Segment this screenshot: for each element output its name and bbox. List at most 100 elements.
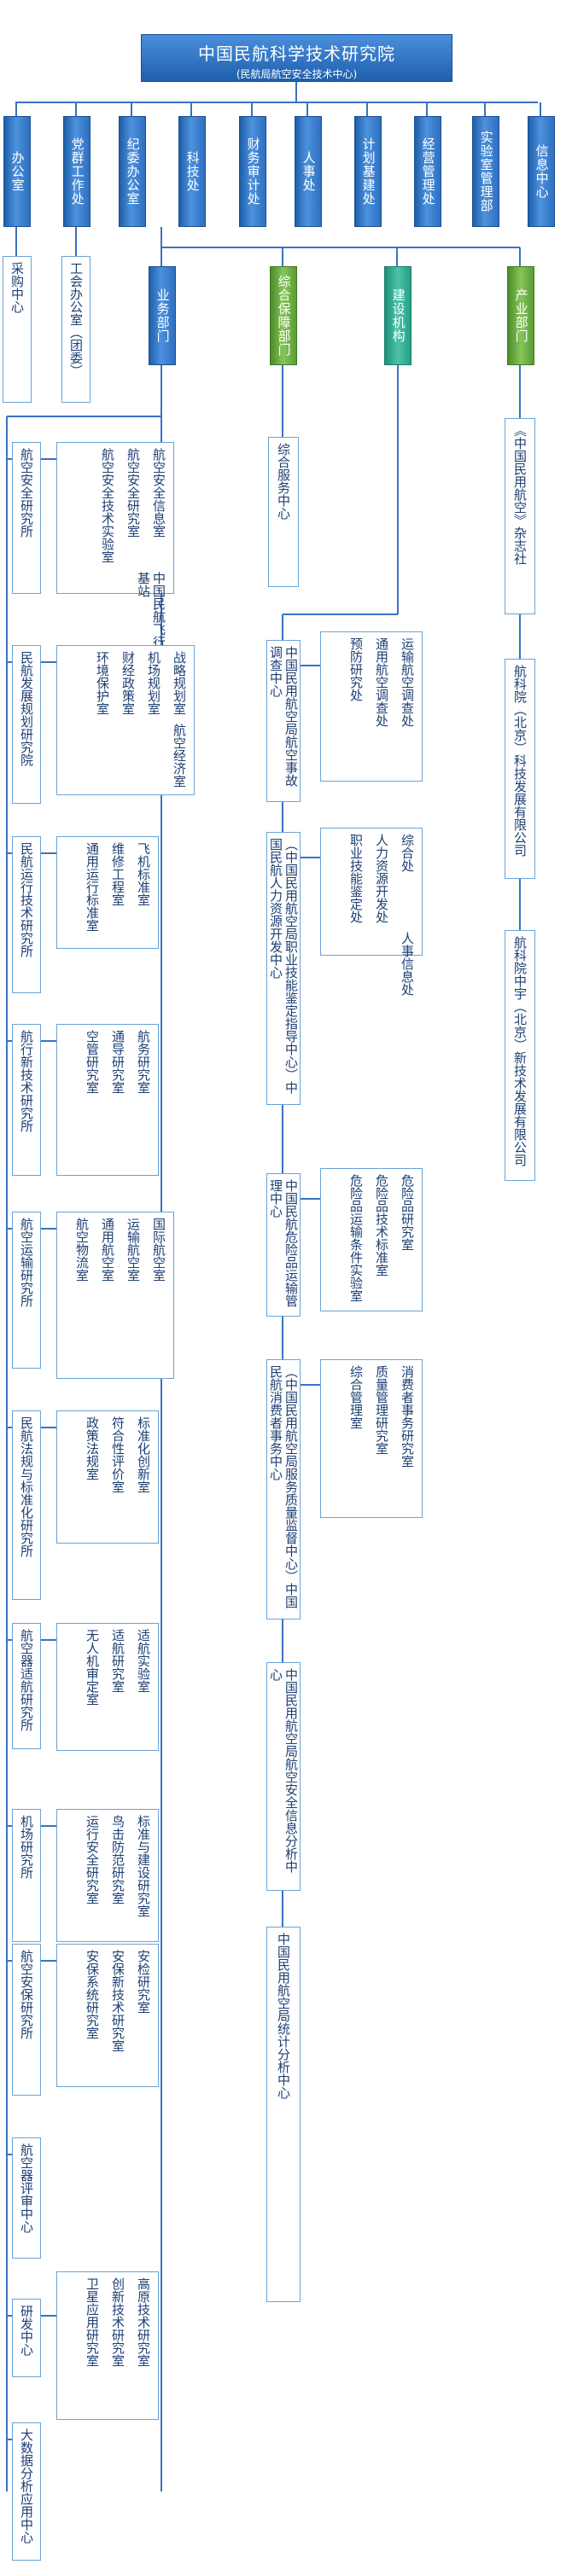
industry-unit: 航科院（北京）科技发展有限公司	[505, 659, 535, 879]
division-header: 综合保障部门	[270, 266, 297, 365]
industry-unit: 航科院中宇（北京）新技术发展有限公司	[505, 930, 535, 1181]
sub-unit: 危险品研究室	[400, 1174, 415, 1251]
root-subtitle: (民航局航空安全技术中心)	[236, 68, 358, 80]
sub-unit: 飞机标准室	[136, 842, 151, 906]
sub-unit: 综合管理室	[348, 1365, 364, 1429]
sub-unit: 航空安全信息室	[151, 448, 166, 538]
construction-subunits: 运输航空调查处通用航空调查处预防研究处	[320, 631, 423, 782]
department-header: 纪委办公室	[119, 116, 146, 227]
root-title: 中国民航科学技术研究院	[198, 44, 395, 64]
dept-sub-unit: 采购中心	[3, 256, 32, 403]
sub-unit: 标准化创新室	[136, 1416, 151, 1493]
sub-unit: 综合处	[400, 834, 415, 872]
business-unit: 研发中心	[12, 2299, 41, 2377]
sub-unit: 运行安全研究室	[85, 1815, 100, 1904]
sub-unit: 符合性评价室	[110, 1416, 125, 1493]
sub-unit: 安保新技术研究室	[110, 1950, 125, 2052]
sub-unit: 高原技术研究室	[136, 2277, 151, 2367]
construction-unit: 中国民用航空局航空事故调查中心	[266, 640, 301, 802]
department-header: 信息中心	[528, 116, 555, 227]
sub-unit: 航空安全技术实验室	[100, 448, 115, 563]
sub-unit: 人力资源开发处	[374, 834, 389, 923]
sub-unit: 战略规划室	[172, 651, 187, 715]
business-unit: 民航发展规划研究院	[12, 645, 41, 804]
industry-unit: 《中国民用航空》杂志社	[505, 418, 535, 614]
sub-unit: 航务研究室	[136, 1030, 151, 1094]
business-subunits: 航务研究室通导研究室空管研究室	[56, 1024, 159, 1176]
department-header: 计划基建处	[354, 116, 382, 227]
business-unit: 大数据分析应用中心	[12, 2422, 41, 2561]
construction-unit: 中国民航危险品运输管理中心	[266, 1173, 301, 1317]
business-subunits: 高原技术研究室创新技术研究室卫星应用研究室	[56, 2271, 159, 2420]
sub-unit: 通用航空室	[100, 1218, 115, 1282]
construction-subunits: 综合处人力资源开发处职业技能鉴定处人事信息处	[320, 828, 423, 996]
business-unit: 航空器评审中心	[12, 2137, 41, 2259]
construction-subunits: 危险品研究室危险品技术标准室危险品运输条件实验室	[320, 1168, 423, 1311]
construction-unit: 中国民用航空局航空安全信息分析中心	[266, 1662, 301, 1891]
business-unit: 民航法规与标准化研究所	[12, 1410, 41, 1600]
business-subunits: 安检研究室安保新技术研究室安保系统研究室	[56, 1944, 159, 2087]
business-unit: 机场研究所	[12, 1809, 41, 1942]
business-unit: 航空运输研究所	[12, 1212, 41, 1369]
department-header: 科技处	[178, 116, 206, 227]
sub-unit: 无人机审定室	[85, 1629, 100, 1706]
sub-unit: 适航研究室	[110, 1629, 125, 1693]
sub-unit: 运输航空调查处	[400, 637, 415, 727]
division-header: 产业部门	[507, 266, 534, 365]
sub-unit: 适航实验室	[136, 1629, 151, 1693]
sub-unit: 预防研究处	[348, 637, 364, 701]
business-subunits: 国际航空室运输航空室通用航空室航空物流室	[56, 1212, 174, 1379]
sub-unit: 环境保护室	[95, 651, 110, 715]
sub-unit: 职业技能鉴定处	[348, 834, 364, 923]
department-header: 经营管理处	[414, 116, 441, 227]
division-header: 业务部门	[149, 266, 176, 365]
business-subunits: 标准化创新室符合性评价室政策法规室	[56, 1410, 159, 1544]
business-subunits: 标准与建设研究室鸟击防范研究室运行安全研究室	[56, 1809, 159, 1942]
sub-unit: 财经政策室	[120, 651, 136, 715]
dept-sub-unit: 工会办公室（团委）	[61, 256, 90, 403]
sub-unit: 安保系统研究室	[85, 1950, 100, 2039]
business-subunits: 飞机标准室维修工程室通用运行标准室	[56, 836, 159, 949]
business-unit: 航空器适航研究所	[12, 1623, 41, 1749]
sub-unit: 航空经济室	[172, 724, 187, 788]
business-subunits: 航空安全信息室航空安全研究室航空安全技术实验室中国民航飞行品质监控基站	[56, 442, 174, 700]
department-header: 实验室管理部	[472, 116, 499, 227]
business-unit: 民航运行技术研究所	[12, 836, 41, 993]
sub-unit: 国际航空室	[151, 1218, 166, 1282]
sub-unit: 鸟击防范研究室	[110, 1815, 125, 1904]
sub-unit: 质量管理研究室	[374, 1365, 389, 1455]
sub-unit: 通用航空调查处	[374, 637, 389, 727]
division-header: 建设机构	[384, 266, 411, 365]
sub-unit: 通导研究室	[110, 1030, 125, 1094]
sub-unit: 创新技术研究室	[110, 2277, 125, 2367]
sub-unit: 通用运行标准室	[85, 842, 100, 932]
department-header: 财务审计处	[239, 116, 266, 227]
sub-unit: 人事信息处	[400, 932, 415, 996]
sub-unit: 机场规划室	[146, 651, 161, 715]
sub-unit: 航空安全研究室	[125, 448, 141, 538]
sub-unit: 政策法规室	[85, 1416, 100, 1480]
sub-unit: 安检研究室	[136, 1950, 151, 2014]
sub-unit: 危险品运输条件实验室	[348, 1174, 364, 1302]
department-header: 人事处	[295, 116, 322, 227]
business-unit: 航空安保研究所	[12, 1944, 41, 2096]
support-unit: 综合服务中心	[268, 437, 299, 587]
construction-unit: 中国民用航空局统计分析中心	[266, 1927, 301, 2302]
business-unit: 航空安全研究所	[12, 442, 41, 594]
construction-unit: （中国民用航空局服务质量监督中心）中国民航消费者事务中心	[266, 1359, 301, 1619]
construction-subunits: 消费者事务研究室质量管理研究室综合管理室	[320, 1359, 423, 1518]
sub-unit: 危险品技术标准室	[374, 1174, 389, 1276]
sub-unit: 航空物流室	[74, 1218, 90, 1282]
sub-unit: 卫星应用研究室	[85, 2277, 100, 2367]
department-header: 党群工作处	[63, 116, 90, 227]
business-subunits: 适航实验室适航研究室无人机审定室	[56, 1623, 159, 1751]
business-subunits: 战略规划室机场规划室财经政策室环境保护室航空经济室	[56, 645, 195, 795]
sub-unit: 标准与建设研究室	[136, 1815, 151, 1917]
business-unit: 航行新技术研究所	[12, 1024, 41, 1176]
root-node: 中国民航科学技术研究院 (民航局航空安全技术中心)	[141, 34, 452, 82]
construction-unit: （中国民用航空局职业技能鉴定指导中心）中国民航人力资源开发中心	[266, 832, 301, 1105]
sub-unit: 维修工程室	[110, 842, 125, 906]
sub-unit: 运输航空室	[125, 1218, 141, 1282]
sub-unit: 空管研究室	[85, 1030, 100, 1094]
